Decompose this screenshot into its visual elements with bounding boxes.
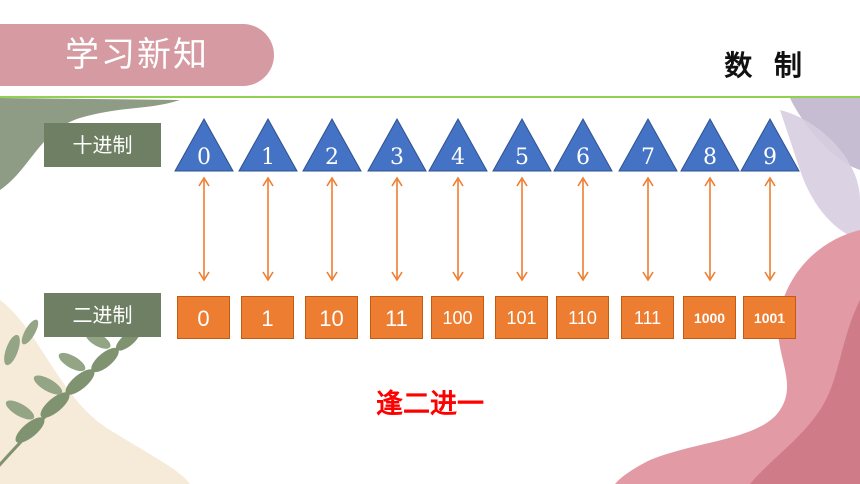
decimal-triangle: 1	[238, 118, 298, 172]
triangle-icon	[680, 118, 740, 172]
double-arrow-icon	[764, 176, 776, 282]
double-arrow-icon	[704, 176, 716, 282]
binary-value-box: 1	[241, 296, 294, 339]
binary-value-box: 11	[370, 296, 423, 339]
double-arrow-icon	[262, 176, 274, 282]
binary-value-box: 0	[177, 296, 230, 339]
double-arrow-icon	[452, 176, 464, 282]
decimal-triangle: 8	[680, 118, 740, 172]
decimal-digit: 6	[576, 145, 590, 170]
decimal-digit: 4	[451, 145, 465, 170]
decimal-triangle: 5	[492, 118, 552, 172]
triangle-icon	[174, 118, 234, 172]
double-arrow-icon	[642, 176, 654, 282]
triangle-icon	[428, 118, 488, 172]
triangle-icon	[618, 118, 678, 172]
decimal-row-label: 十进制	[44, 123, 161, 167]
decimal-triangle: 6	[553, 118, 613, 172]
divider-line	[0, 96, 860, 98]
page-title: 学习新知	[65, 35, 209, 75]
title-pill	[0, 24, 274, 86]
triangle-icon	[302, 118, 362, 172]
decimal-triangle: 3	[367, 118, 427, 172]
triangle-icon	[740, 118, 800, 172]
topic-label: 数 制	[724, 49, 808, 82]
triangle-icon	[238, 118, 298, 172]
binary-value-box: 100	[431, 296, 484, 339]
binary-row-label: 二进制	[44, 293, 161, 337]
decimal-digit: 3	[390, 145, 404, 170]
decimal-digit: 1	[261, 145, 275, 170]
double-arrow-icon	[326, 176, 338, 282]
decimal-digit: 5	[515, 145, 529, 170]
binary-value-box: 10	[305, 296, 358, 339]
binary-value-box: 110	[556, 296, 609, 339]
decimal-triangle: 4	[428, 118, 488, 172]
decimal-digit: 2	[325, 145, 339, 170]
rule-text: 逢二进一	[376, 389, 484, 420]
binary-value-box: 111	[621, 296, 674, 339]
decimal-digit: 8	[703, 145, 717, 170]
double-arrow-icon	[516, 176, 528, 282]
binary-value-box: 1001	[743, 296, 796, 339]
decimal-triangle: 0	[174, 118, 234, 172]
decimal-triangle: 7	[618, 118, 678, 172]
triangle-icon	[553, 118, 613, 172]
decimal-triangle: 2	[302, 118, 362, 172]
binary-value-box: 101	[495, 296, 548, 339]
decimal-digit: 9	[763, 145, 777, 170]
double-arrow-icon	[391, 176, 403, 282]
binary-value-box: 1000	[683, 296, 736, 339]
decimal-digit: 0	[197, 145, 211, 170]
double-arrow-icon	[198, 176, 210, 282]
decimal-triangle: 9	[740, 118, 800, 172]
triangle-icon	[367, 118, 427, 172]
triangle-icon	[492, 118, 552, 172]
decimal-digit: 7	[641, 145, 655, 170]
double-arrow-icon	[577, 176, 589, 282]
